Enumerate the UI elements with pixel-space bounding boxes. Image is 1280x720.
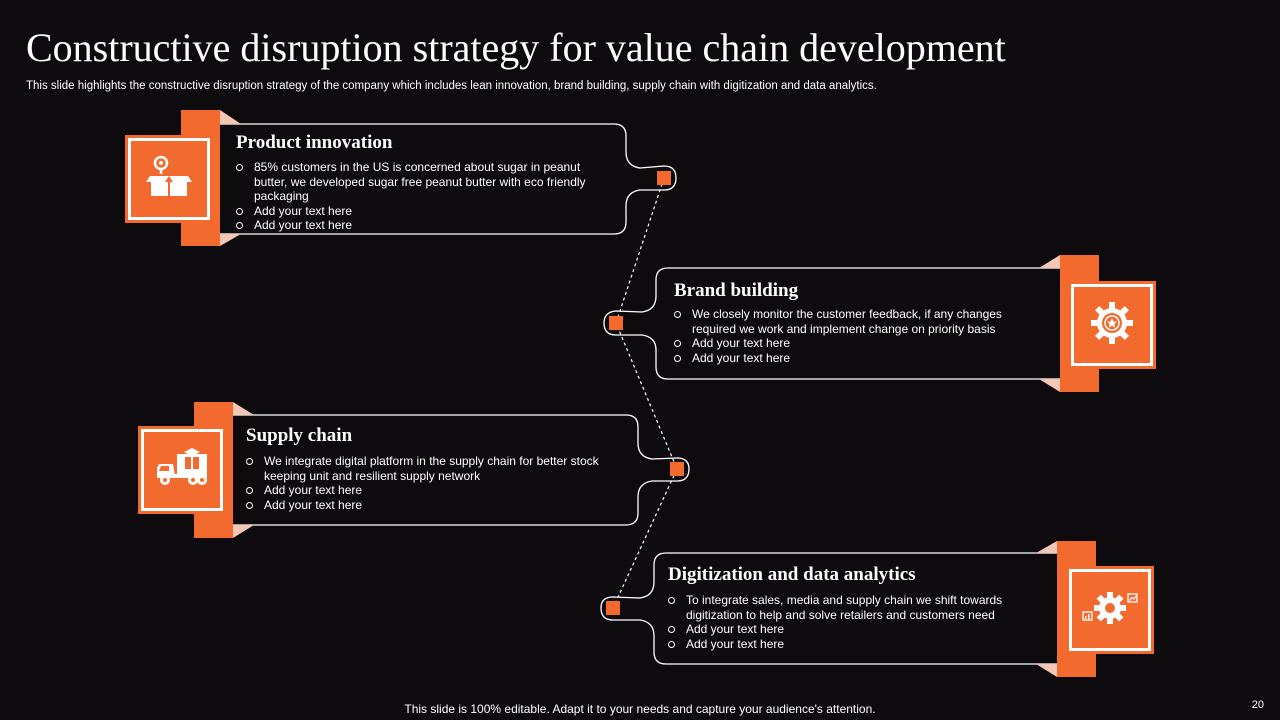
bullet-item: 85% customers in the US is concerned abo… (236, 160, 606, 204)
slide-title: Constructive disruption strategy for val… (26, 25, 1006, 70)
node-square-4 (606, 601, 620, 615)
icon-box-product-innovation (128, 138, 210, 220)
node-square-3 (670, 462, 684, 476)
bullet-item: Add your text here (246, 483, 618, 498)
bullet-item: Add your text here (668, 637, 1038, 652)
dotted-connector (612, 177, 678, 609)
card-title-product-innovation: Product innovation (236, 132, 393, 153)
card-outline-product-innovation (214, 123, 677, 235)
bullet-list-brand-building: We closely monitor the customer feedback… (674, 307, 1044, 365)
icon-box-brand-building (1071, 284, 1153, 366)
bullet-list-product-innovation: 85% customers in the US is concerned abo… (236, 160, 606, 233)
card-outline-brand-building (603, 267, 1066, 380)
bullet-item: To integrate sales, media and supply cha… (668, 593, 1038, 622)
node-square-1 (657, 171, 671, 185)
card-outline-digitization (600, 552, 1064, 665)
node-square-2 (609, 316, 623, 330)
bullet-item: Add your text here (246, 498, 618, 513)
bullet-item: Add your text here (668, 622, 1038, 637)
bullet-list-supply-chain: We integrate digital platform in the sup… (246, 454, 618, 512)
bullet-item: Add your text here (674, 336, 1044, 351)
card-title-brand-building: Brand building (674, 280, 799, 301)
icon-box-supply-chain (141, 429, 223, 511)
page-number: 20 (1251, 699, 1264, 711)
footer-note: This slide is 100% editable. Adapt it to… (404, 702, 876, 716)
bullet-item: We integrate digital platform in the sup… (246, 454, 618, 483)
card-outline-supply-chain (226, 414, 690, 526)
delivery-truck-icon (155, 447, 209, 493)
bullet-item: Add your text here (674, 351, 1044, 366)
bullet-item: Add your text here (236, 218, 606, 233)
analytics-gear-icon (1082, 588, 1138, 633)
icon-box-digitization (1069, 569, 1151, 651)
bullet-list-digitization: To integrate sales, media and supply cha… (668, 593, 1038, 651)
bullet-item: Add your text here (236, 204, 606, 219)
product-box-icon (146, 154, 192, 205)
card-title-supply-chain: Supply chain (246, 425, 353, 446)
bullet-item: We closely monitor the customer feedback… (674, 307, 1044, 336)
card-title-digitization: Digitization and data analytics (668, 564, 916, 585)
brand-badge-icon (1088, 299, 1136, 352)
slide-subtitle: This slide highlights the constructive d… (26, 80, 877, 92)
